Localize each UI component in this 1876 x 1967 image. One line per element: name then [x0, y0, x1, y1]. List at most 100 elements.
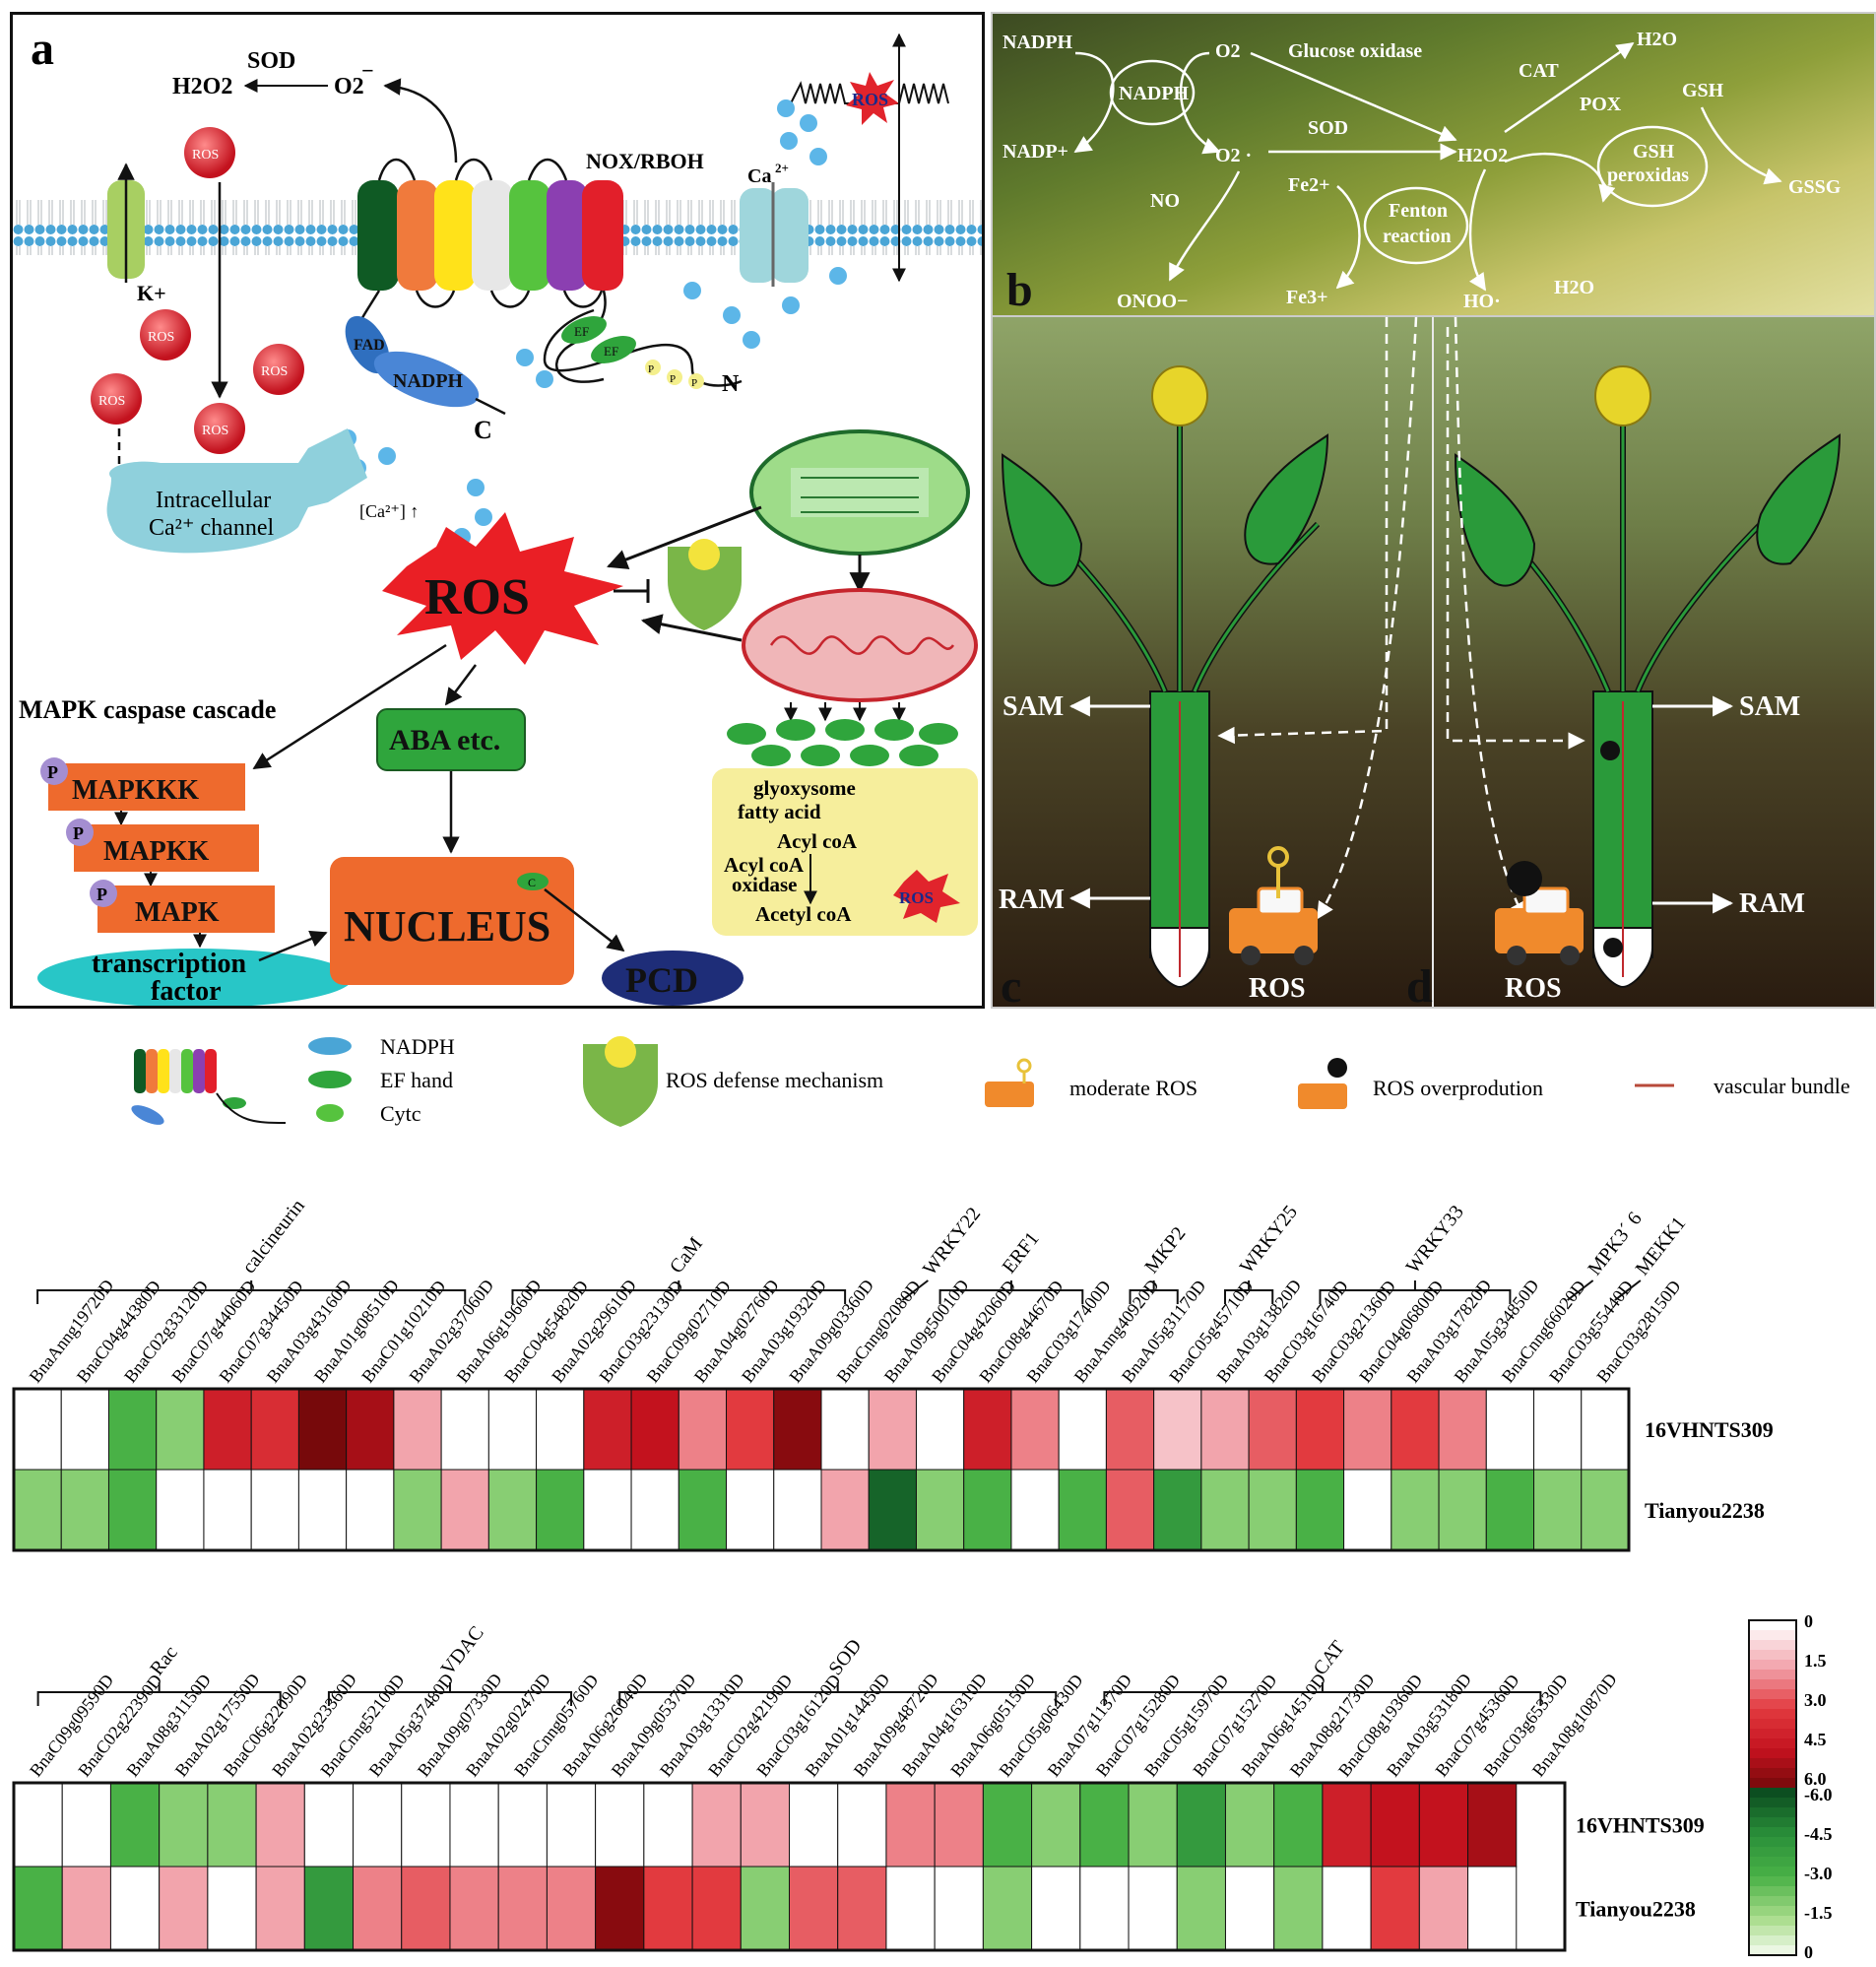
b-gsh-perox-1: GSH	[1633, 141, 1675, 163]
heat-cell	[546, 1782, 597, 1868]
tf-line2: factor	[151, 976, 222, 1006]
panel-a-canvas: a SOD H2O2 O2 − NOX/RBOH	[13, 23, 982, 1008]
chloroplast	[749, 429, 970, 556]
heat-cell	[678, 1469, 728, 1551]
heat-cell	[583, 1469, 632, 1551]
heat-gene-label: BnaA01g08510D	[310, 1276, 403, 1386]
b-o2-rad: O2 ·	[1215, 145, 1252, 166]
colorbar-step	[1749, 1738, 1796, 1749]
heat-cell	[546, 1866, 597, 1951]
heat-cell	[1273, 1866, 1324, 1951]
heat-cell	[789, 1782, 839, 1868]
heat-cell	[159, 1866, 209, 1951]
colorbar-step	[1749, 1886, 1796, 1897]
heat-cell	[643, 1782, 693, 1868]
heat-cell	[630, 1388, 679, 1471]
moderate-ros-truck	[1229, 846, 1318, 965]
colorbar-tick: 1.5	[1804, 1651, 1827, 1671]
heat-cell	[740, 1866, 790, 1951]
heat-group-label: VDAC	[437, 1622, 488, 1679]
b-fe3: Fe3+	[1286, 287, 1328, 308]
heat-cell	[1105, 1388, 1155, 1471]
heat-gene-label: BnaA06g26040D	[558, 1670, 651, 1780]
legend-overproduction-truck-icon	[1298, 1058, 1347, 1109]
heat-cell	[449, 1866, 499, 1951]
b-onoo: ONOO−	[1117, 291, 1189, 312]
heat-cell	[1295, 1388, 1345, 1471]
ram-right: RAM	[1739, 888, 1805, 919]
fenton-circle	[1363, 186, 1469, 265]
heat-gene-label: BnaA09g03360D	[785, 1276, 877, 1386]
heat-gene-label: BnaA03g53180D	[1383, 1670, 1475, 1780]
ros-burst-label: ROS	[424, 569, 530, 625]
heat-cell	[60, 1469, 109, 1551]
heat-cell	[497, 1782, 548, 1868]
heat-cell	[1370, 1782, 1420, 1868]
heat-gene-label: BnaC03g23130D	[595, 1277, 686, 1387]
colorbar-step	[1749, 1640, 1796, 1651]
heat-gene-label: BnaC09g09590D	[26, 1671, 117, 1781]
heat-cell	[1224, 1782, 1275, 1868]
b-h2o2: H2O2	[1457, 145, 1508, 166]
ros-to-mapk-arrow	[252, 643, 447, 770]
mapk-cascade-title: MAPK caspase cascade	[19, 695, 276, 724]
heat-cell	[583, 1388, 632, 1471]
heat-cell	[255, 1866, 305, 1951]
panel-a: a SOD H2O2 O2 − NOX/RBOH	[10, 12, 985, 1009]
pcd-label: PCD	[625, 960, 698, 1000]
heat-gene-label: BnaC02g42190D	[704, 1671, 796, 1781]
heat-gene-label: BnaA02g37060D	[405, 1276, 497, 1386]
b-sod: SOD	[1308, 117, 1348, 139]
heat-cell	[401, 1866, 451, 1951]
heat-cell	[487, 1469, 538, 1551]
panel-cd: SAM RAM SAM RAM ROS	[991, 315, 1876, 1013]
heat-gene-label: BnaC03g17400D	[1022, 1277, 1114, 1387]
mapkk-label: MAPKK	[103, 836, 210, 867]
ca-channel: Ca 2+	[740, 161, 809, 287]
panel-b: b NADPH NADPH NADP+ O2 O2 · Glucose oxid…	[991, 12, 1876, 317]
colorbar-tick: 0	[1804, 1942, 1813, 1962]
heat-group-bracket	[36, 1280, 467, 1304]
heat-cell	[353, 1866, 403, 1951]
heat-cell	[1533, 1388, 1583, 1471]
legend-vascular: vascular bundle	[1714, 1074, 1850, 1098]
heatmap-canvas: 16VHNTS309Tianyou2238BnaAnng19720DBnaC04…	[12, 1196, 1833, 1962]
p-small-1: P	[648, 363, 654, 375]
heat-cell	[1010, 1388, 1060, 1471]
heat-gene-label: BnaAnng19720D	[26, 1276, 118, 1386]
ef-label-1: EF	[574, 324, 589, 339]
nox-rboh-label: NOX/RBOH	[586, 149, 704, 173]
heat-gene-label: BnaA07g11370D	[1044, 1671, 1136, 1781]
heat-gene-label: BnaC03g16120D	[752, 1671, 844, 1781]
colorbar-tick: 6.0	[1804, 1769, 1827, 1789]
ros-wave-label: ROS	[852, 90, 888, 109]
colorbar-step	[1749, 1689, 1796, 1700]
heat-group-label: ERF1	[999, 1228, 1044, 1278]
heat-cell	[303, 1866, 355, 1951]
colorbar-step	[1749, 1709, 1796, 1720]
heat-gene-label: BnaA08g10870D	[1528, 1670, 1621, 1780]
colorbar-step	[1749, 1758, 1796, 1769]
heat-gene-label: BnaA08g31150D	[122, 1671, 215, 1781]
ros-overproduction-truck	[1495, 861, 1584, 965]
heat-cell	[595, 1866, 645, 1951]
heat-cell	[440, 1388, 489, 1471]
heat-cell	[1295, 1469, 1345, 1551]
heat-cell	[820, 1388, 870, 1471]
heat-cell	[156, 1388, 205, 1471]
heat-cell	[1224, 1866, 1275, 1951]
panel-letter-b: b	[1006, 264, 1033, 315]
mapk-label: MAPK	[135, 897, 220, 928]
heatmap-1: 16VHNTS309Tianyou2238BnaAnng19720DBnaC04…	[12, 1196, 1774, 1552]
heat-group-tick	[901, 1279, 929, 1301]
heat-group-bracket	[1103, 1682, 1542, 1706]
ca-increase-label: [Ca²⁺] ↑	[359, 501, 419, 521]
heat-cell	[156, 1469, 205, 1551]
colorbar-step	[1749, 1650, 1796, 1661]
nox-complex	[356, 159, 623, 383]
p-small-3: P	[691, 377, 697, 389]
colorbar-step	[1749, 1906, 1796, 1917]
heat-gene-label: BnaA03g43160D	[263, 1276, 356, 1386]
heat-cell	[691, 1782, 742, 1868]
heat-cell	[1485, 1388, 1535, 1471]
